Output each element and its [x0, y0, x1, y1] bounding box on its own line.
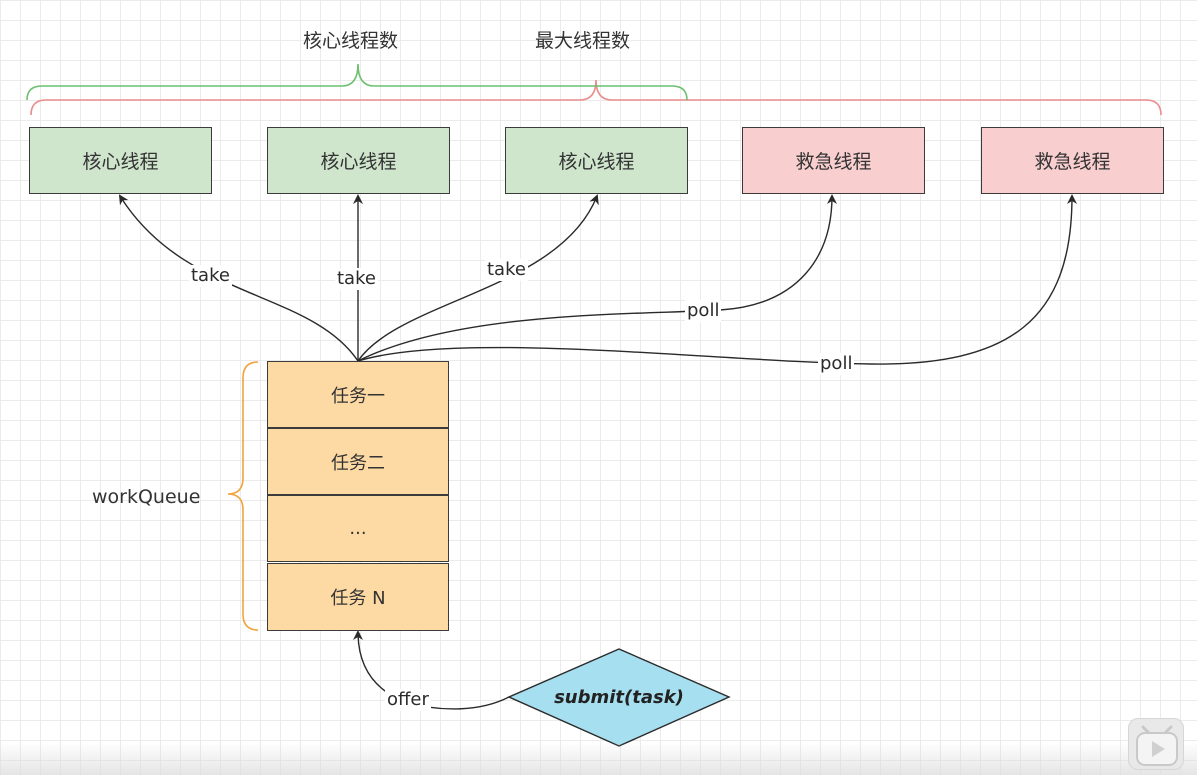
queue-task-cell: 任务二 — [267, 428, 449, 495]
player-widget[interactable] — [1128, 718, 1184, 770]
poll-edge-label: poll — [685, 300, 722, 322]
core-thread-box: 核心线程 — [267, 127, 450, 194]
core-threads-brace — [26, 63, 688, 101]
offer-edge-label: offer — [385, 689, 431, 711]
queue-task-cell: 任务 N — [267, 563, 449, 631]
rescue-thread-box: 救急线程 — [742, 127, 925, 194]
max-threads-brace — [30, 79, 1162, 116]
queue-task-label: 任务一 — [331, 385, 385, 407]
work-queue-label: workQueue — [92, 486, 201, 508]
take-edge-label: take — [335, 268, 378, 290]
poll-edge-1 — [357, 194, 837, 362]
rescue-thread-label: 救急线程 — [1034, 151, 1111, 173]
play-icon — [1136, 725, 1178, 766]
poll-edge-2 — [357, 194, 1077, 365]
queue-task-label: 任务二 — [331, 452, 385, 474]
submit-task-label: submit(task) — [554, 687, 684, 708]
core-thread-label: 核心线程 — [320, 151, 397, 173]
take-edge-label: take — [485, 259, 528, 281]
queue-task-cell: ... — [267, 495, 449, 562]
take-edge-label: take — [189, 265, 232, 287]
work-queue-brace — [227, 361, 259, 631]
rescue-thread-label: 救急线程 — [795, 151, 872, 173]
rescue-thread-box: 救急线程 — [981, 127, 1164, 194]
core-thread-box: 核心线程 — [29, 127, 212, 194]
max-thread-count-label: 最大线程数 — [535, 30, 631, 52]
core-thread-label: 核心线程 — [82, 151, 159, 173]
core-thread-count-label: 核心线程数 — [303, 30, 399, 52]
queue-task-cell: 任务一 — [267, 361, 449, 428]
take-edge-3 — [357, 194, 599, 362]
poll-edge-label: poll — [818, 353, 855, 375]
take-edge-1 — [118, 194, 359, 362]
queue-task-label: 任务 N — [330, 588, 386, 609]
player-bottom-bar — [0, 742, 1197, 775]
queue-task-label: ... — [349, 518, 367, 539]
core-thread-box: 核心线程 — [505, 127, 688, 194]
offer-edge — [353, 630, 510, 710]
core-thread-label: 核心线程 — [558, 151, 635, 173]
